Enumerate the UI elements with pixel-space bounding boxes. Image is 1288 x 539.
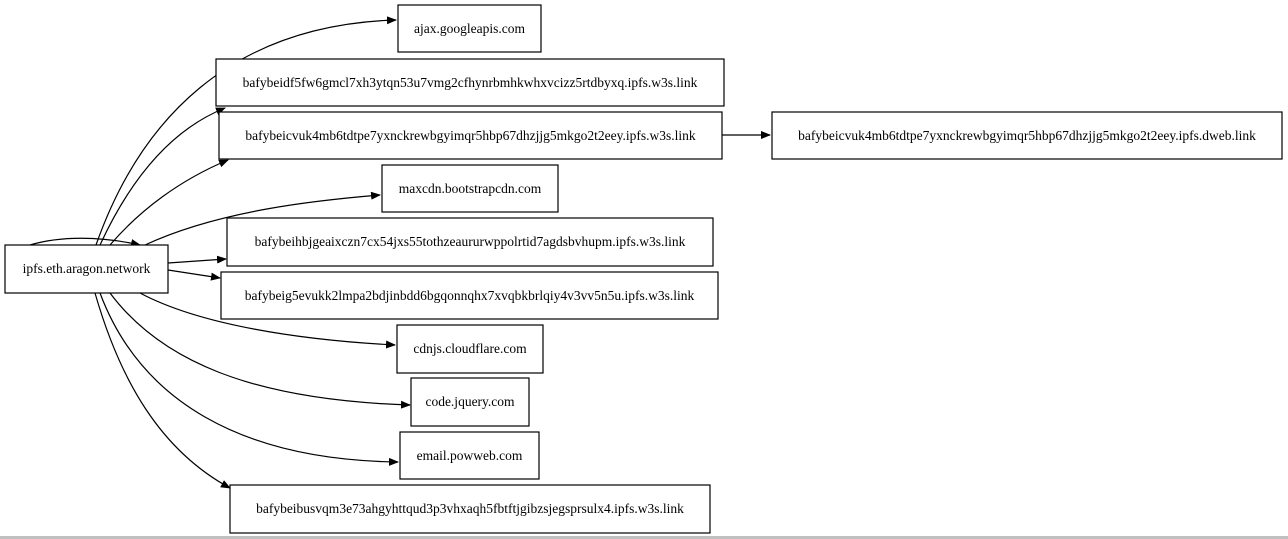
node-ajax: ajax.googleapis.com: [397, 4, 542, 53]
edge-root-bafybeibusv: [94, 292, 231, 489]
node-bafybeicvuk-w3s: bafybeicvuk4mb6tdtpe7yxnckrewbgyimqr5hbp…: [218, 111, 723, 160]
node-bafybeidf5: bafybeidf5fw6gmcl7xh3ytqn53u7vmg2cfhynrb…: [215, 58, 725, 107]
node-cdnjs: cdnjs.cloudflare.com: [396, 324, 544, 374]
edge-root-cdnjs: [139, 292, 396, 349]
node-root-label: ipfs.eth.aragon.network: [23, 261, 151, 276]
edge-root-bafybeig5: [167, 269, 221, 281]
node-powweb-label: email.powweb.com: [417, 448, 523, 463]
nodes: ipfs.eth.aragon.network ajax.googleapis.…: [4, 4, 1283, 534]
edge-root-bafybeihbj: [167, 255, 227, 264]
edge-root-maxcdn: [144, 191, 381, 246]
node-bafybeihbj: bafybeihbjgeaixczn7cx54jxs55tothzeaururw…: [226, 217, 714, 267]
node-bafybeicvuk-dweb: bafybeicvuk4mb6tdtpe7yxnckrewbgyimqr5hbp…: [771, 111, 1283, 160]
node-bafybeicvuk-dweb-label: bafybeicvuk4mb6tdtpe7yxnckrewbgyimqr5hbp…: [798, 128, 1256, 143]
edge-root-powweb: [99, 292, 399, 466]
bottom-scrollbar-edge: [0, 536, 1288, 539]
node-bafybeibusv: bafybeibusvqm3e73ahgyhttqud3p3vhxaqh5fbt…: [229, 484, 711, 534]
node-bafybeicvuk-w3s-label: bafybeicvuk4mb6tdtpe7yxnckrewbgyimqr5hbp…: [245, 128, 695, 143]
node-bafybeig5: bafybeig5evukk2lmpa2bdjinbdd6bgqonnqhx7x…: [220, 271, 719, 320]
node-maxcdn-label: maxcdn.bootstrapcdn.com: [399, 181, 542, 196]
edge-root-bafybeicvuk-w3s: [109, 159, 229, 246]
node-bafybeig5-label: bafybeig5evukk2lmpa2bdjinbdd6bgqonnqhx7x…: [245, 288, 695, 303]
node-maxcdn: maxcdn.bootstrapcdn.com: [381, 164, 559, 213]
node-jquery: code.jquery.com: [410, 377, 530, 427]
node-ajax-label: ajax.googleapis.com: [414, 21, 525, 36]
node-root: ipfs.eth.aragon.network: [4, 244, 169, 294]
node-bafybeibusv-label: bafybeibusvqm3e73ahgyhttqud3p3vhxaqh5fbt…: [256, 501, 684, 516]
node-bafybeihbj-label: bafybeihbjgeaixczn7cx54jxs55tothzeaururw…: [255, 234, 686, 249]
edge-root-bafybeidf5: [99, 107, 226, 246]
node-cdnjs-label: cdnjs.cloudflare.com: [413, 341, 527, 356]
edge-root-ajax: [95, 16, 397, 246]
edge-root-self-loop: [29, 237, 141, 247]
node-jquery-label: code.jquery.com: [425, 394, 515, 409]
edges: [29, 16, 771, 489]
node-bafybeidf5-label: bafybeidf5fw6gmcl7xh3ytqn53u7vmg2cfhynrb…: [243, 75, 698, 90]
edge-root-jquery: [109, 292, 411, 409]
node-powweb: email.powweb.com: [399, 431, 540, 480]
